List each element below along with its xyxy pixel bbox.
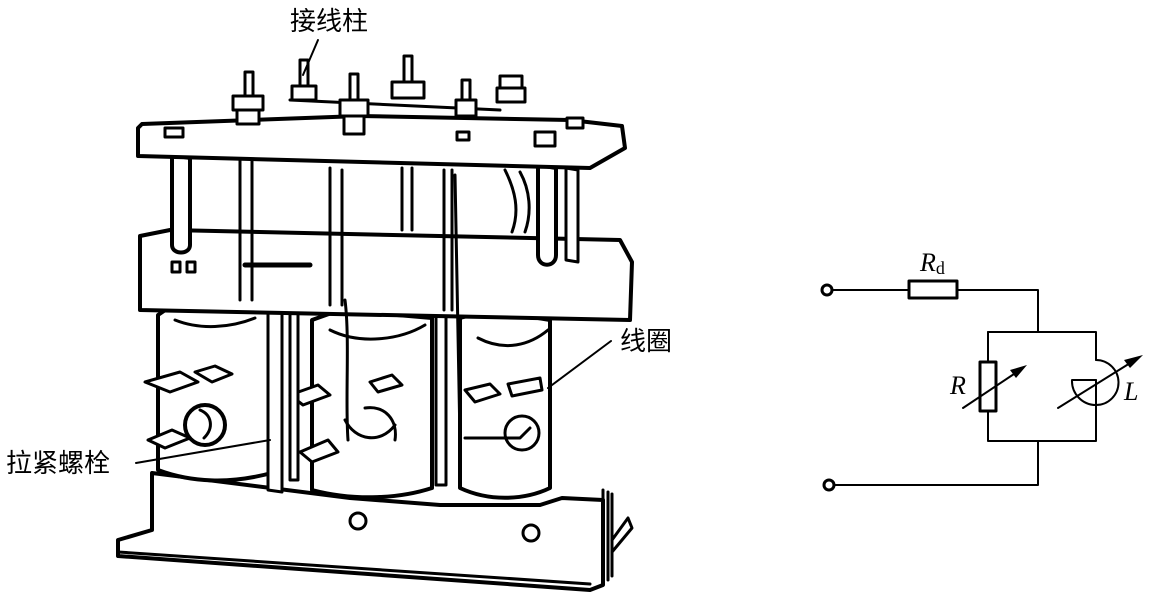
reactor-drawing: 接线柱 线圈 拉紧螺栓 (6, 7, 672, 592)
callout-terminal-label: 接线柱 (290, 7, 368, 37)
wire (987, 331, 1097, 361)
input-terminal-bottom-icon (822, 478, 836, 492)
wire (833, 440, 1039, 486)
terminal-post (338, 72, 370, 136)
equivalent-circuit: Rd R L (820, 248, 1143, 492)
coil-right (458, 308, 552, 500)
terminal-board (136, 98, 627, 170)
input-terminal-top-icon (820, 283, 834, 297)
callout-leader-coil (547, 340, 612, 389)
terminal-post (390, 54, 426, 100)
mount-hole-icon (348, 511, 368, 531)
callout-leader-terminal (302, 39, 319, 76)
adjust-arrow-icon (962, 369, 1021, 409)
rd-label: Rd (919, 248, 945, 278)
coil-left (143, 298, 277, 483)
terminal-post (231, 70, 265, 126)
base-channel (116, 471, 634, 592)
terminal-post (454, 78, 478, 118)
callout-leader-tie-bolt (135, 439, 271, 464)
r-label: R (949, 371, 966, 400)
callout-tie-bolt-label: 拉紧螺栓 (6, 449, 110, 479)
adjust-arrow-icon (1057, 359, 1136, 409)
terminal-post (290, 58, 318, 102)
mount-hole-icon (521, 523, 541, 543)
coil-middle (288, 308, 434, 500)
l-label: L (1123, 377, 1138, 406)
wire (956, 289, 1039, 333)
series-resistor-rd (907, 279, 959, 300)
terminal-post (495, 74, 527, 104)
wire (987, 379, 1097, 442)
arrowhead-icon (1124, 355, 1143, 368)
callout-coil-label: 线圈 (620, 327, 672, 357)
variable-inductor (1070, 359, 1120, 407)
support-posts (170, 153, 580, 442)
arrowhead-icon (1010, 365, 1027, 378)
upper-yoke (138, 228, 634, 322)
